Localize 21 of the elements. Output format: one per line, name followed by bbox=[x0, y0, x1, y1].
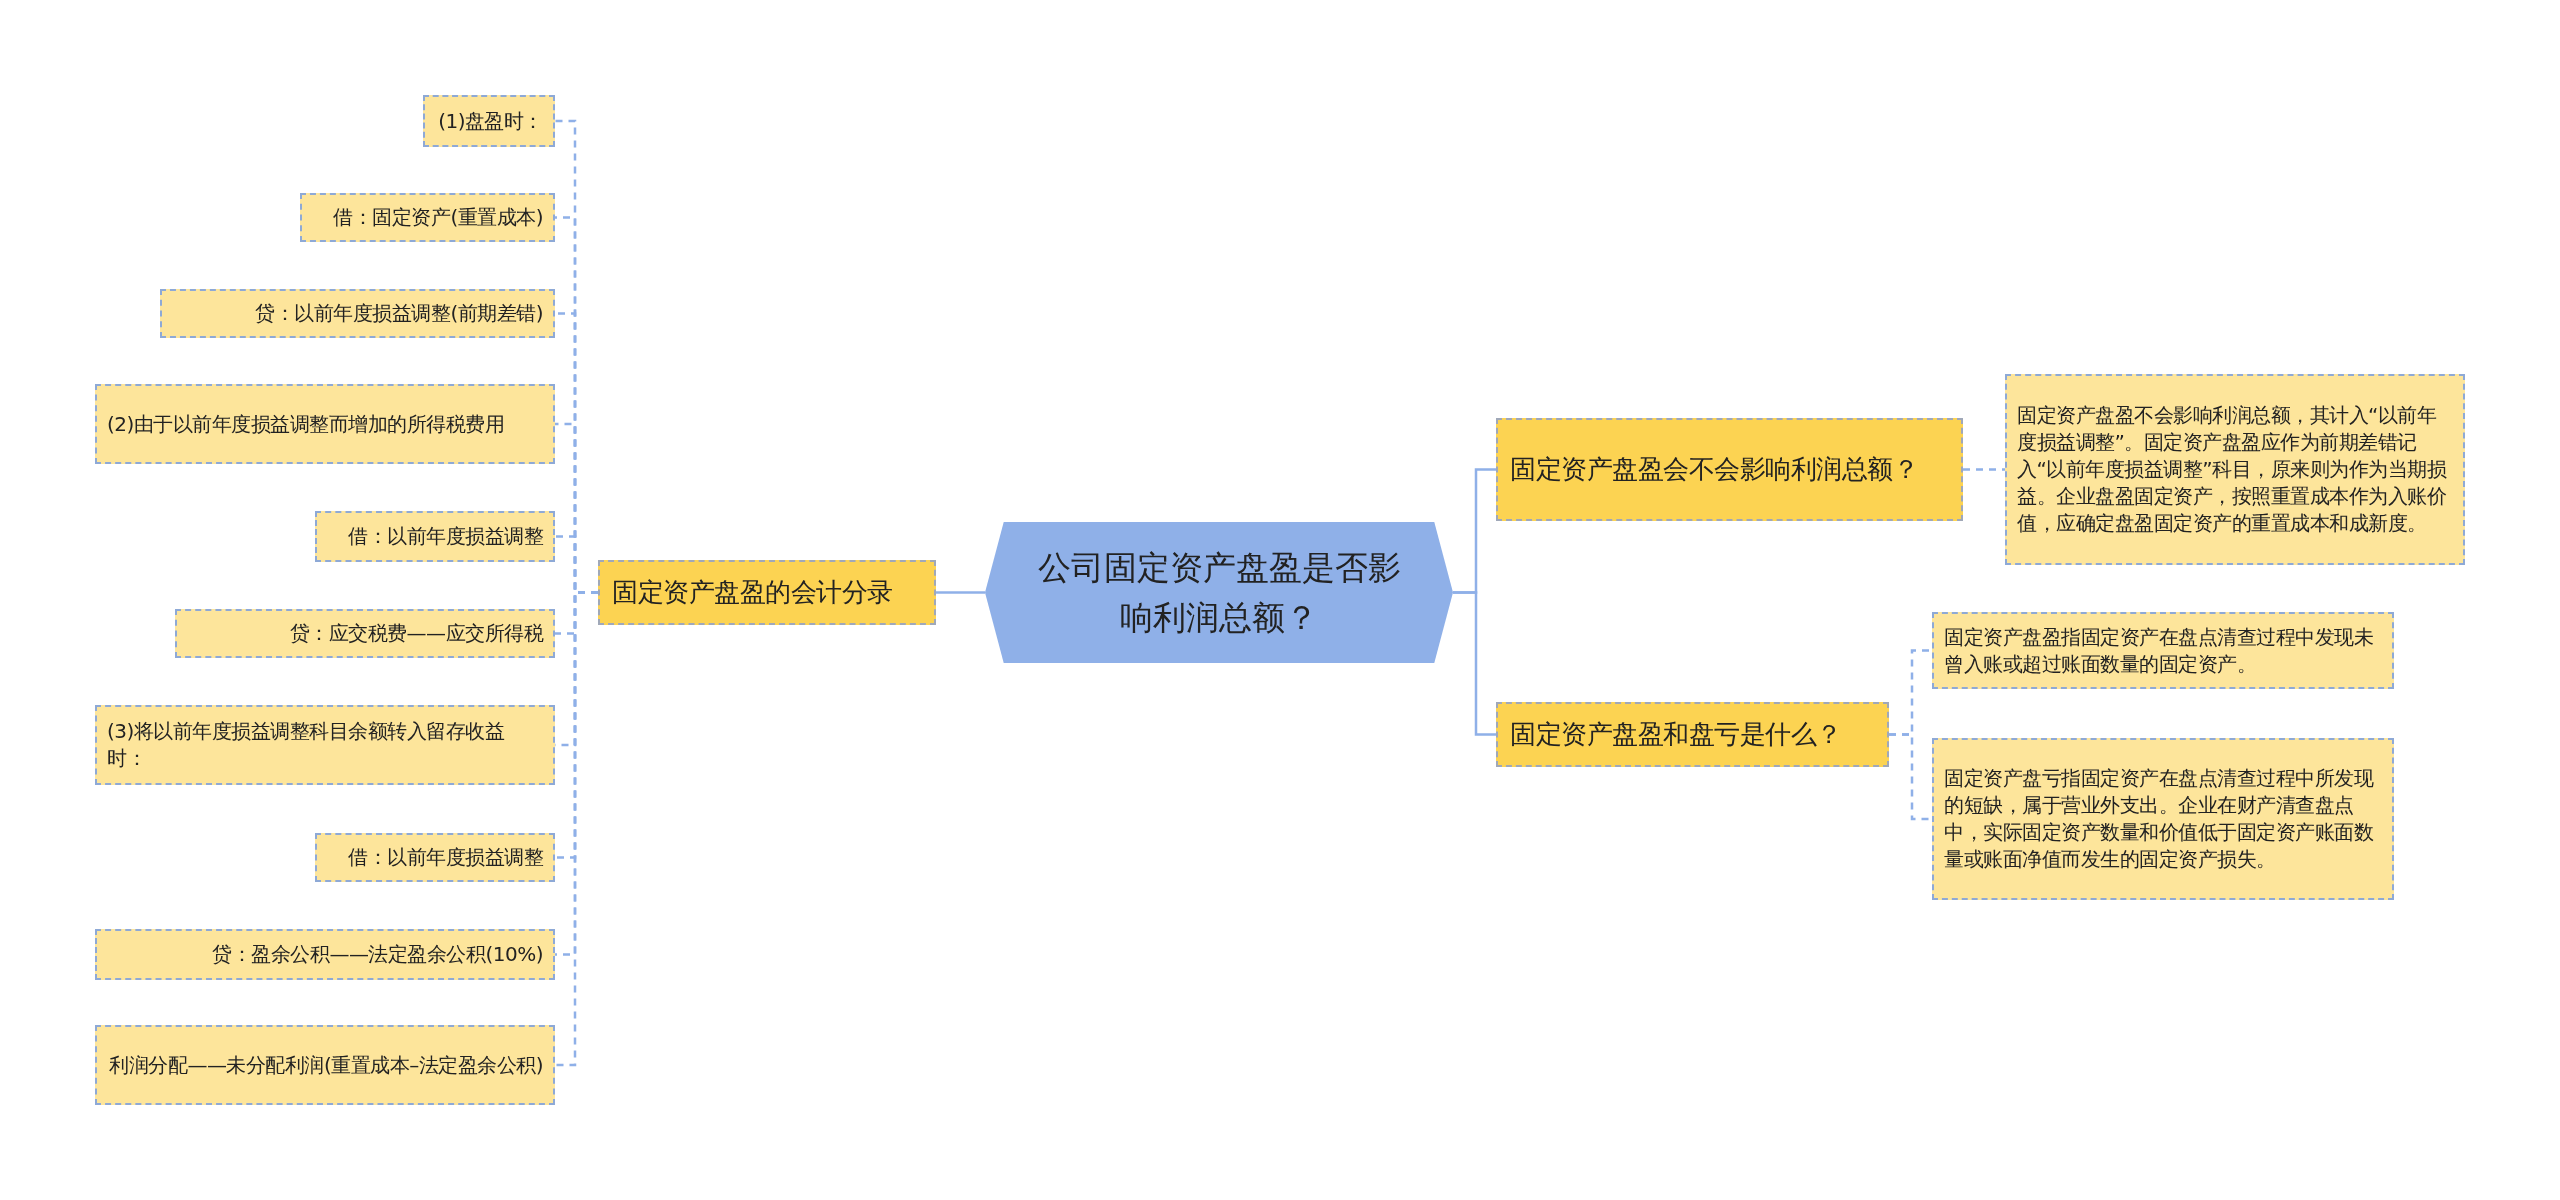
note-box: 固定资产盘盈不会影响利润总额，其计入“以前年度损益调整”。固定资产盘盈应作为前期差错记入“以前年度损益调整”科目，原来则为作为当期损益。企业盘盈固定资产，按照重置成本作为入账价值，应确定盘盈固定资产的重置成本和成新度。 bbox=[2005, 374, 2465, 565]
note-box: 借：以前年度损益调整 bbox=[315, 511, 555, 562]
connector-line bbox=[1453, 591, 1496, 736]
note-box: (1)盘盈时： bbox=[423, 95, 555, 147]
connector-line bbox=[936, 591, 985, 594]
note-box: 固定资产盘亏指固定资产在盘点清查过程中所发现的短缺，属于营业外支出。企业在财产清查盘点中，实际固定资产数量和价值低于固定资产账面数量或账面净值而发生的固定资产损失。 bbox=[1932, 738, 2394, 900]
note-box: (2)由于以前年度损益调整而增加的所得税费用 bbox=[95, 384, 555, 464]
connector-line bbox=[1889, 733, 1932, 821]
topic-box: 固定资产盘盈的会计分录 bbox=[598, 560, 936, 625]
note-box: 借：固定资产(重置成本) bbox=[300, 193, 555, 242]
topic-box: 固定资产盘盈和盘亏是什么？ bbox=[1496, 702, 1889, 767]
note-box: 贷：应交税费——应交所得税 bbox=[175, 609, 555, 658]
note-box: 贷：以前年度损益调整(前期差错) bbox=[160, 289, 555, 338]
note-box: 固定资产盘盈指固定资产在盘点清查过程中发现未曾入账或超过账面数量的固定资产。 bbox=[1932, 612, 2394, 689]
note-box: (3)将以前年度损益调整科目余额转入留存收益时： bbox=[95, 705, 555, 785]
note-box: 贷：盈余公积——法定盈余公积(10%) bbox=[95, 929, 555, 980]
topic-box: 固定资产盘盈会不会影响利润总额？ bbox=[1496, 418, 1963, 521]
note-box: 借：以前年度损益调整 bbox=[315, 833, 555, 882]
connector-line bbox=[1963, 468, 2005, 471]
note-box: 利润分配——未分配利润(重置成本–法定盈余公积) bbox=[95, 1025, 555, 1105]
central-topic-hexagon: 公司固定资产盘盈是否影响利润总额？ bbox=[985, 522, 1453, 663]
